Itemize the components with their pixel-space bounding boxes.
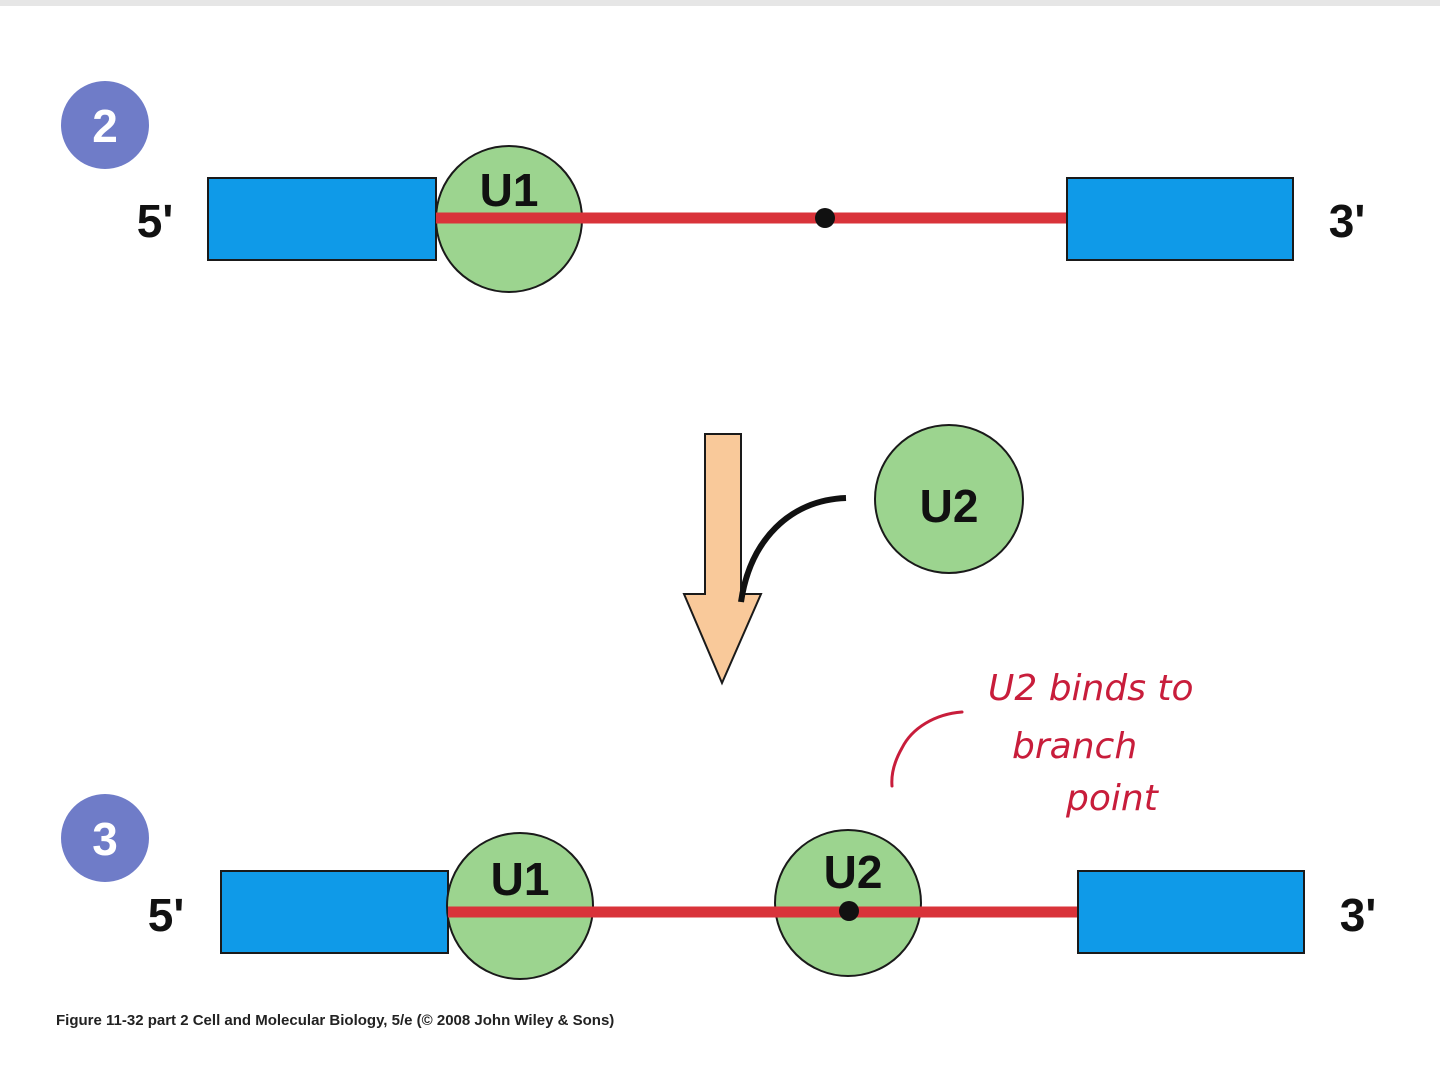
step-2-badge bbox=[61, 81, 149, 169]
down-arrow-icon bbox=[682, 433, 763, 686]
step-3-branch-point bbox=[839, 901, 859, 921]
figure-caption: Figure 11-32 part 2 Cell and Molecular B… bbox=[56, 1012, 615, 1029]
step-3-exon-right bbox=[1077, 870, 1305, 954]
annotation-pointer-curve bbox=[890, 710, 964, 788]
handwritten-annotation: U2 binds to branch point bbox=[890, 668, 1194, 819]
transition-group: U2 bbox=[682, 424, 1024, 686]
u2-joining-curve bbox=[738, 495, 847, 603]
step-2-three-prime-label: 3' bbox=[1329, 195, 1366, 247]
step-3-five-prime-label: 5' bbox=[148, 889, 185, 941]
free-u2-label: U2 bbox=[920, 480, 979, 532]
step-3-u2-label: U2 bbox=[824, 846, 883, 898]
step-2-five-prime-label: 5' bbox=[137, 195, 174, 247]
step-2-exon-right bbox=[1066, 177, 1294, 261]
annotation-line-1: U2 binds to bbox=[988, 668, 1194, 709]
step-3-u1-snrnp bbox=[446, 832, 594, 980]
step-3-exon-left bbox=[220, 870, 449, 954]
step-2-exon-left bbox=[207, 177, 437, 261]
step-2-group: 2 5' U1 3' bbox=[61, 81, 1366, 293]
step-3-group: 3 5' U1 U2 3' bbox=[61, 794, 1377, 980]
step-3-number: 3 bbox=[92, 813, 118, 865]
annotation-line-2: branch bbox=[1012, 726, 1137, 767]
step-2-branch-point bbox=[815, 208, 835, 228]
step-3-badge bbox=[61, 794, 149, 882]
annotation-line-3: point bbox=[1065, 778, 1160, 819]
step-3-three-prime-label: 3' bbox=[1340, 889, 1377, 941]
step-2-number: 2 bbox=[92, 100, 118, 152]
free-u2-snrnp bbox=[874, 424, 1024, 574]
top-border-strip bbox=[0, 0, 1440, 6]
step-2-u1-label: U1 bbox=[480, 164, 539, 216]
step-3-u1-label: U1 bbox=[491, 853, 550, 905]
